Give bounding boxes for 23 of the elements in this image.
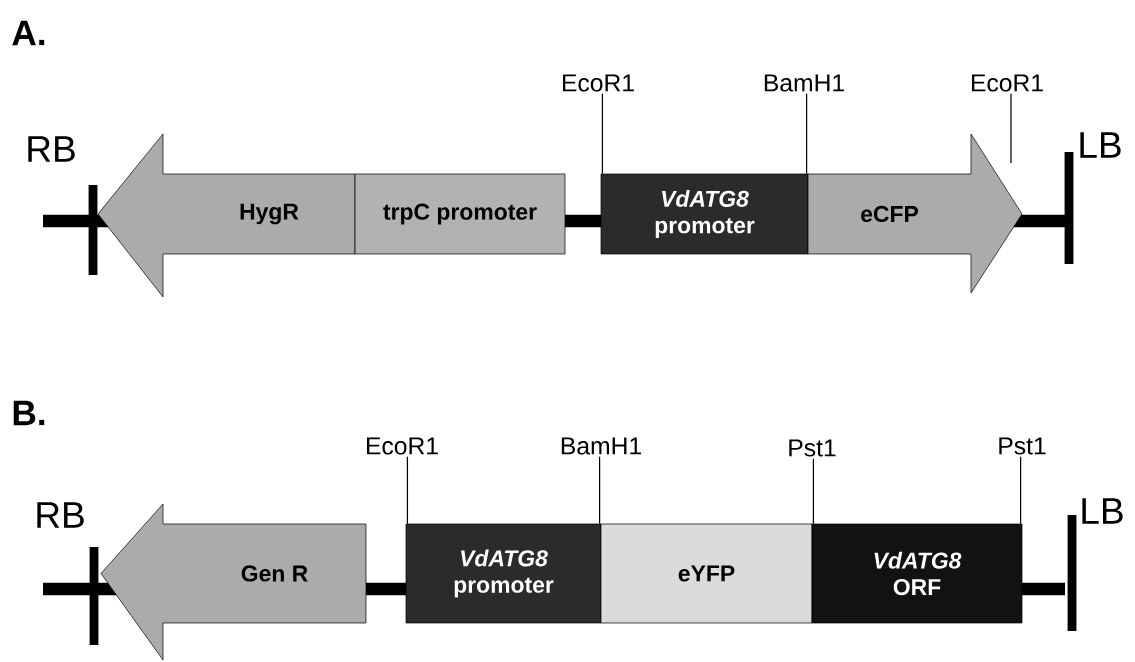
site-label: EcoR1 [971, 74, 1043, 92]
leader-line [1019, 456, 1022, 525]
site-label: EcoR1 [366, 437, 438, 455]
gene-box: VdATG8 ORF [811, 523, 1023, 624]
leader-line [1010, 93, 1012, 164]
border-label: LB [1082, 498, 1123, 524]
promoter-box: trpC promoter [354, 173, 566, 255]
border-label: LB [1080, 132, 1121, 158]
panel-label: B. [13, 400, 45, 426]
promoter-box: VdATG8 promoter [600, 173, 809, 255]
site-label: Pst1 [789, 439, 836, 457]
site-label: Pst1 [999, 437, 1046, 455]
leader-line [805, 93, 808, 175]
site-label: BamH1 [561, 437, 641, 455]
leader-line [601, 93, 604, 175]
leader-line [599, 456, 601, 525]
site-label: EcoR1 [562, 74, 634, 92]
gene-box: eYFP [600, 523, 813, 624]
panel-label: A. [12, 20, 45, 46]
leader-line [812, 458, 815, 525]
promoter-box: VdATG8 promoter [405, 523, 602, 624]
leader-line [406, 456, 409, 525]
site-label: BamH1 [764, 74, 844, 92]
